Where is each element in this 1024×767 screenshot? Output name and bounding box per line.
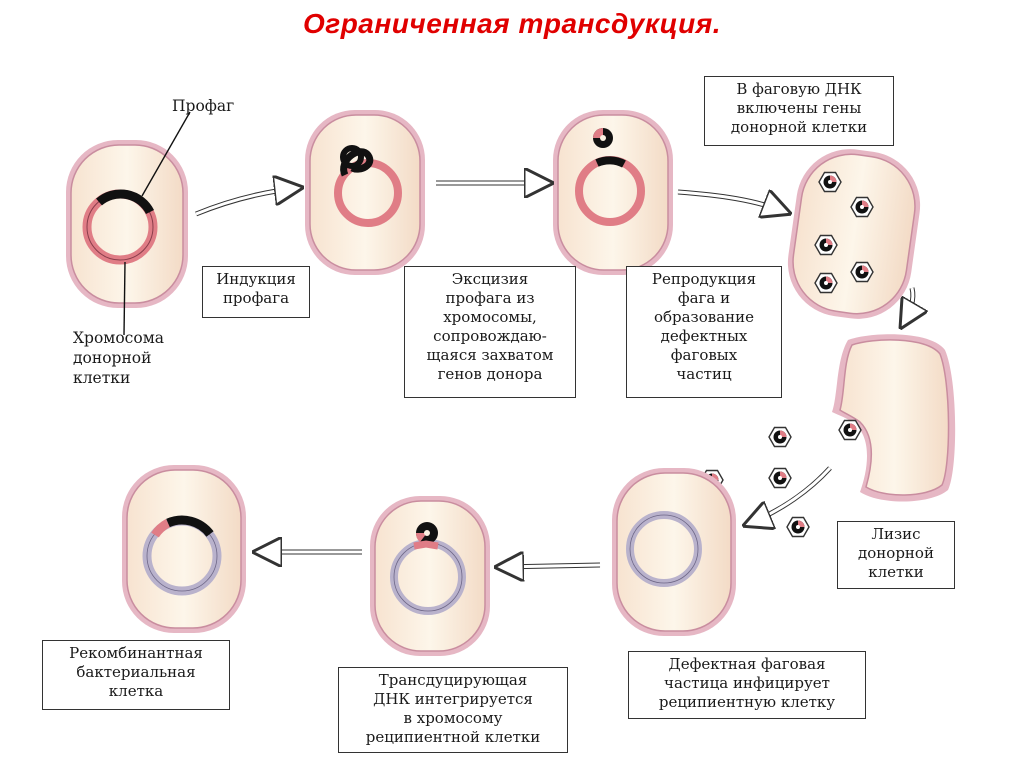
recipient-cell <box>612 468 736 636</box>
prophage-label: Профаг <box>172 97 235 115</box>
cell-2 <box>305 110 425 275</box>
cell-3 <box>553 110 673 275</box>
step-induction: Индукция профага <box>202 266 310 318</box>
donor-chromosome-label: Хромосома донорной клетки <box>73 329 164 387</box>
chromosome-pointer <box>123 261 126 336</box>
step-recombinant: Рекомбинантная бактериальная клетка <box>42 640 230 710</box>
integrating-cell <box>370 496 490 656</box>
step-donor-genes: В фаговую ДНК включены гены донорной кле… <box>704 76 894 146</box>
cell-4 <box>787 149 921 319</box>
step-reproduction: Репродукция фага и образование дефектных… <box>626 266 782 398</box>
step-excision: Эксцизия профага из хромосомы, сопровожд… <box>404 266 576 398</box>
lysed-cell <box>832 334 956 502</box>
page-title: Ограниченная трансдукция. <box>302 8 722 39</box>
prophage-pointer <box>141 111 191 197</box>
step-lysis: Лизис донорной клетки <box>837 521 955 589</box>
step-integration: Трансдуцирующая ДНК интегрируется в хром… <box>338 667 568 753</box>
recombinant-cell <box>122 465 246 633</box>
flow-arrows <box>195 183 913 567</box>
donor-cell-1 <box>66 140 188 308</box>
step-infection: Дефектная фаговая частица инфицирует рец… <box>628 651 866 719</box>
